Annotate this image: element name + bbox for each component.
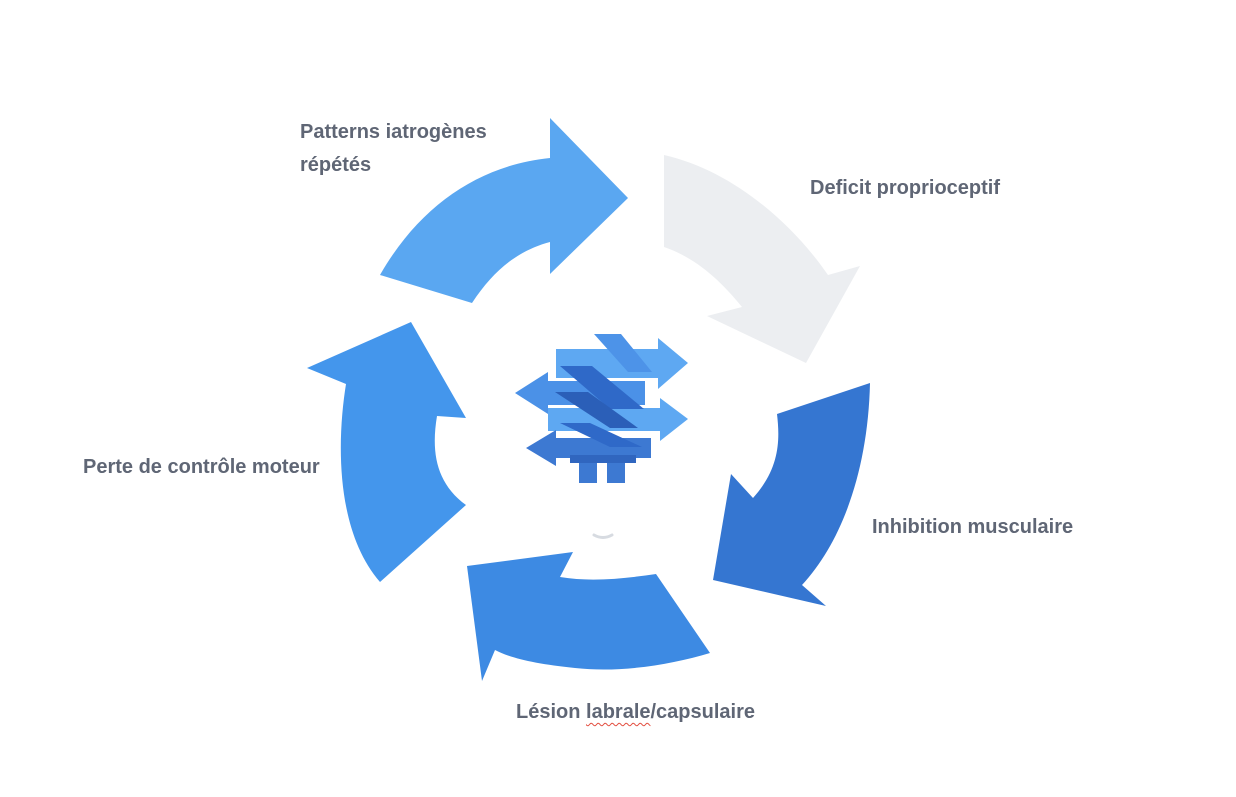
label-lesion-word: Lésion bbox=[516, 701, 581, 723]
arrow-patterns bbox=[380, 118, 628, 303]
label-inhibition: Inhibition musculaire bbox=[872, 516, 1074, 538]
label-lesion: Lésion labrale/capsulaire bbox=[516, 696, 755, 729]
arrow-inhibition bbox=[713, 383, 870, 606]
label-patterns-line1: Patterns iatrogènes bbox=[300, 121, 487, 143]
label-lesion-spell: labrale bbox=[586, 701, 651, 723]
spring-arrows-icon bbox=[515, 334, 688, 483]
label-lesion-rest: /capsulaire bbox=[650, 701, 756, 723]
label-patterns: Patterns iatrogènes répétés bbox=[300, 116, 487, 182]
label-perte: Perte de contrôle moteur bbox=[83, 456, 320, 478]
center-shadow bbox=[592, 533, 614, 539]
label-patterns-line2: répétés bbox=[300, 154, 372, 176]
arrow-lesion bbox=[467, 552, 710, 681]
arrow-perte bbox=[307, 322, 466, 582]
arrow-deficit bbox=[664, 155, 860, 363]
label-deficit: Deficit proprioceptif bbox=[810, 177, 1001, 199]
